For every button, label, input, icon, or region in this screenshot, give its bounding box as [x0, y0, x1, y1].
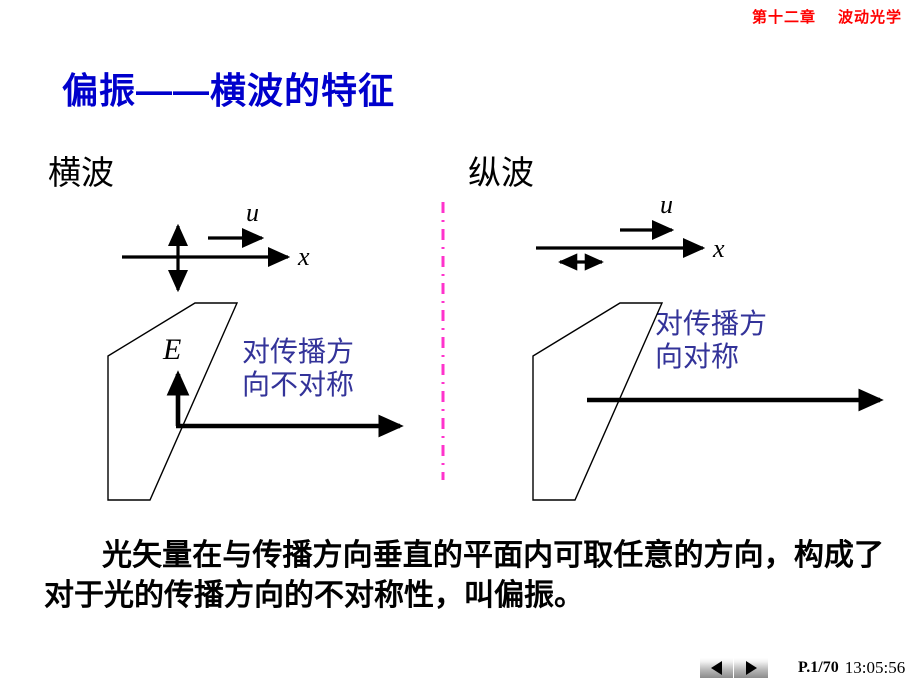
left-axis-label: x — [298, 242, 310, 271]
right-axis-label: x — [713, 234, 725, 263]
transverse-annotation-line1: 对传播方 — [242, 337, 355, 368]
previous-slide-button[interactable] — [700, 658, 734, 678]
longitudinal-vector-sketch — [536, 219, 706, 271]
longitudinal-wave-heading: 纵波 — [468, 156, 534, 192]
transverse-wave-heading: 横波 — [48, 156, 114, 192]
electric-field-label: E — [163, 333, 182, 366]
body-paragraph: 光矢量在与传播方向垂直的平面内可取任意的方向，构成了对于光的传播方向的不对称性，… — [44, 539, 884, 612]
transverse-vector-sketch — [122, 223, 291, 293]
longitudinal-annotation-line1: 对传播方 — [655, 309, 768, 340]
slide-footer: P.1/70 13:05:56 — [700, 655, 905, 681]
clock-display: 13:05:56 — [844, 658, 906, 677]
transverse-annotation: 对传播方向不对称 — [242, 336, 354, 402]
right-velocity-label: u — [660, 190, 673, 219]
page-title: 偏振——横波的特征 — [62, 70, 396, 111]
left-velocity-label: u — [246, 198, 259, 227]
longitudinal-annotation-line2: 向对称 — [655, 342, 740, 374]
page-indicator: P.1/70 — [798, 659, 839, 676]
triangle-left-icon — [711, 661, 722, 675]
header-chapter-label: 第十二章 波动光学 — [752, 6, 902, 27]
triangle-right-icon — [745, 661, 757, 675]
header-subject: 波动光学 — [837, 9, 902, 26]
transverse-annotation-line2: 向不对称 — [242, 370, 355, 402]
header-chapter-number: 第十二章 — [751, 9, 816, 26]
next-slide-button[interactable] — [734, 658, 768, 678]
longitudinal-annotation: 对传播方向对称 — [655, 308, 767, 374]
longitudinal-wave-plane — [532, 302, 664, 501]
navigation-buttons[interactable] — [700, 658, 768, 678]
